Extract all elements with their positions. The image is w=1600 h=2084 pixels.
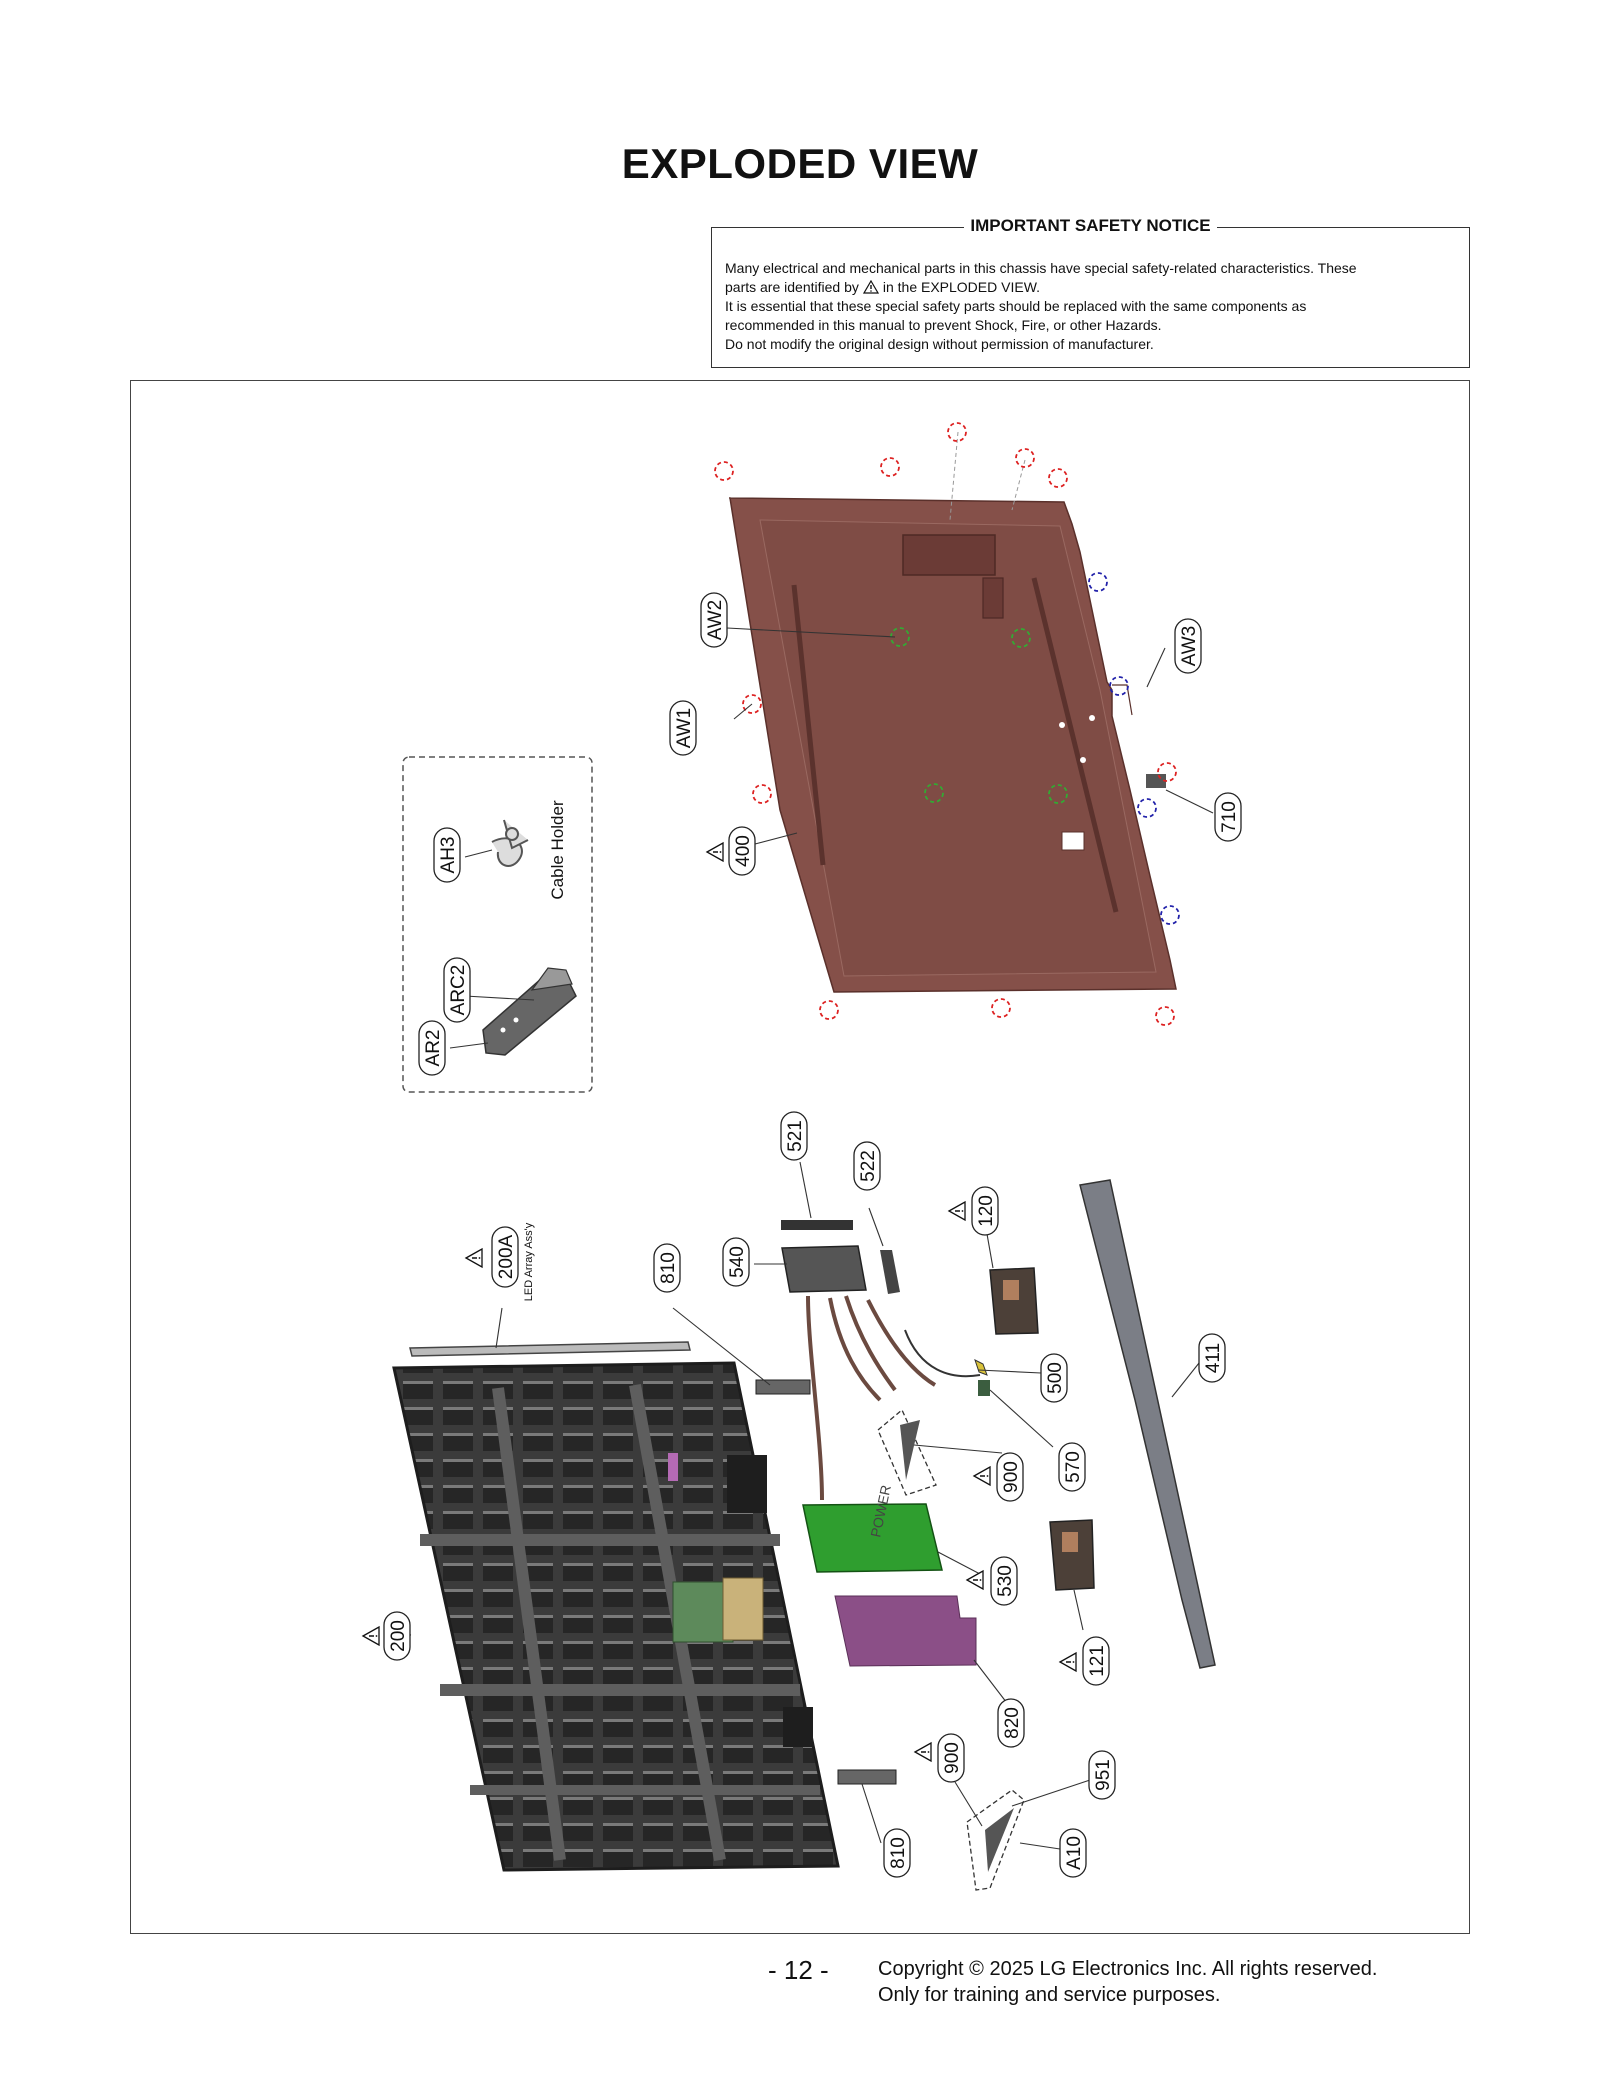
part-label: 810: [888, 1837, 909, 1869]
ir-board-570: [978, 1380, 990, 1396]
screw-markers: [714, 422, 1180, 1026]
notice-line-3: It is essential that these special safet…: [725, 298, 1307, 314]
part-label: 200: [388, 1620, 409, 1652]
warning-triangle-icon: [362, 1626, 380, 1646]
part-label: AW2: [705, 600, 726, 640]
part-label: AH3: [438, 837, 459, 874]
stand-900-upper: [877, 1408, 937, 1496]
bracket-810-upper: [755, 1379, 811, 1395]
part-label: 400: [733, 835, 754, 867]
led-array-part: [409, 1341, 691, 1357]
lcd-backlight-module: [392, 1361, 840, 1872]
copyright-line-1: Copyright © 2025 LG Electronics Inc. All…: [878, 1958, 1378, 1980]
stand-900-lower: [966, 1789, 1025, 1891]
part-label: 521: [785, 1120, 806, 1152]
connector-500: [974, 1359, 988, 1376]
part-label: 900: [942, 1742, 963, 1774]
part-label: 411: [1203, 1343, 1224, 1373]
copyright-line-2: Only for training and service purposes.: [878, 1984, 1221, 2006]
diagram-frame: [130, 380, 1470, 1934]
power-board: POWER: [802, 1484, 943, 1573]
safety-notice-title: IMPORTANT SAFETY NOTICE: [964, 216, 1217, 235]
warning-triangle-icon: [966, 1570, 984, 1590]
remote-control-part: [482, 967, 577, 1056]
part-label: AW3: [1179, 626, 1200, 666]
part-label: 710: [1219, 801, 1240, 833]
main-board: [781, 1220, 900, 1294]
warning-triangle-icon: [465, 1248, 483, 1268]
part-label: 120: [976, 1195, 997, 1227]
part-label: 951: [1093, 1759, 1114, 1791]
leader-lines: [401, 627, 1214, 1850]
part-label: 820: [1002, 1707, 1023, 1739]
part-label: 500: [1045, 1362, 1066, 1394]
warning-triangle-icon: [973, 1466, 991, 1486]
speaker-120: [989, 1267, 1039, 1335]
speaker-121: [1049, 1519, 1095, 1591]
part-labels: AW2 AW1 AW3 400 710 AH3 ARC2 AR2 Cable H…: [383, 592, 1242, 1878]
stand-rail: [1079, 1179, 1216, 1669]
warning-triangle-icon: [914, 1742, 932, 1762]
safety-notice-body: Many electrical and mechanical parts in …: [725, 259, 1456, 354]
warning-triangle-icon: [706, 842, 724, 862]
warning-triangle-icon: [948, 1201, 966, 1221]
notice-line-4: recommended in this manual to prevent Sh…: [725, 317, 1162, 333]
part-label: 810: [658, 1252, 679, 1284]
part-label: 200A: [496, 1234, 517, 1279]
cables: [806, 1295, 981, 1501]
warning-triangle-icon: [862, 280, 879, 294]
notice-line-1: Many electrical and mechanical parts in …: [725, 260, 1357, 276]
part-label: AW1: [674, 708, 695, 748]
part-label: AR2: [423, 1030, 444, 1067]
page-title: EXPLODED VIEW: [621, 140, 979, 187]
led-array-label: LED Array Ass'y: [523, 1222, 535, 1301]
copyright-notice: Copyright © 2025 LG Electronics Inc. All…: [878, 1956, 1377, 2008]
cable-holder-label: Cable Holder: [548, 800, 567, 900]
part-label: 121: [1087, 1645, 1108, 1677]
safety-notice-box: IMPORTANT SAFETY NOTICE Many electrical …: [711, 216, 1470, 368]
part-label: A10: [1064, 1836, 1085, 1870]
back-cover: [728, 497, 1177, 993]
warning-triangle-icon: [1059, 1652, 1077, 1672]
part-label: 570: [1063, 1451, 1084, 1483]
notice-line-5: Do not modify the original design withou…: [725, 336, 1154, 352]
part-label: ARC2: [448, 965, 469, 1016]
page-number: - 12 -: [768, 1955, 829, 1985]
part-label: 540: [727, 1246, 748, 1278]
part-label: 522: [858, 1150, 879, 1182]
bracket-810-lower: [837, 1769, 897, 1785]
insulator-sheet: [834, 1595, 977, 1667]
part-label: 530: [995, 1565, 1016, 1597]
cable-holder-part: [491, 819, 529, 867]
part-label: 900: [1001, 1461, 1022, 1493]
